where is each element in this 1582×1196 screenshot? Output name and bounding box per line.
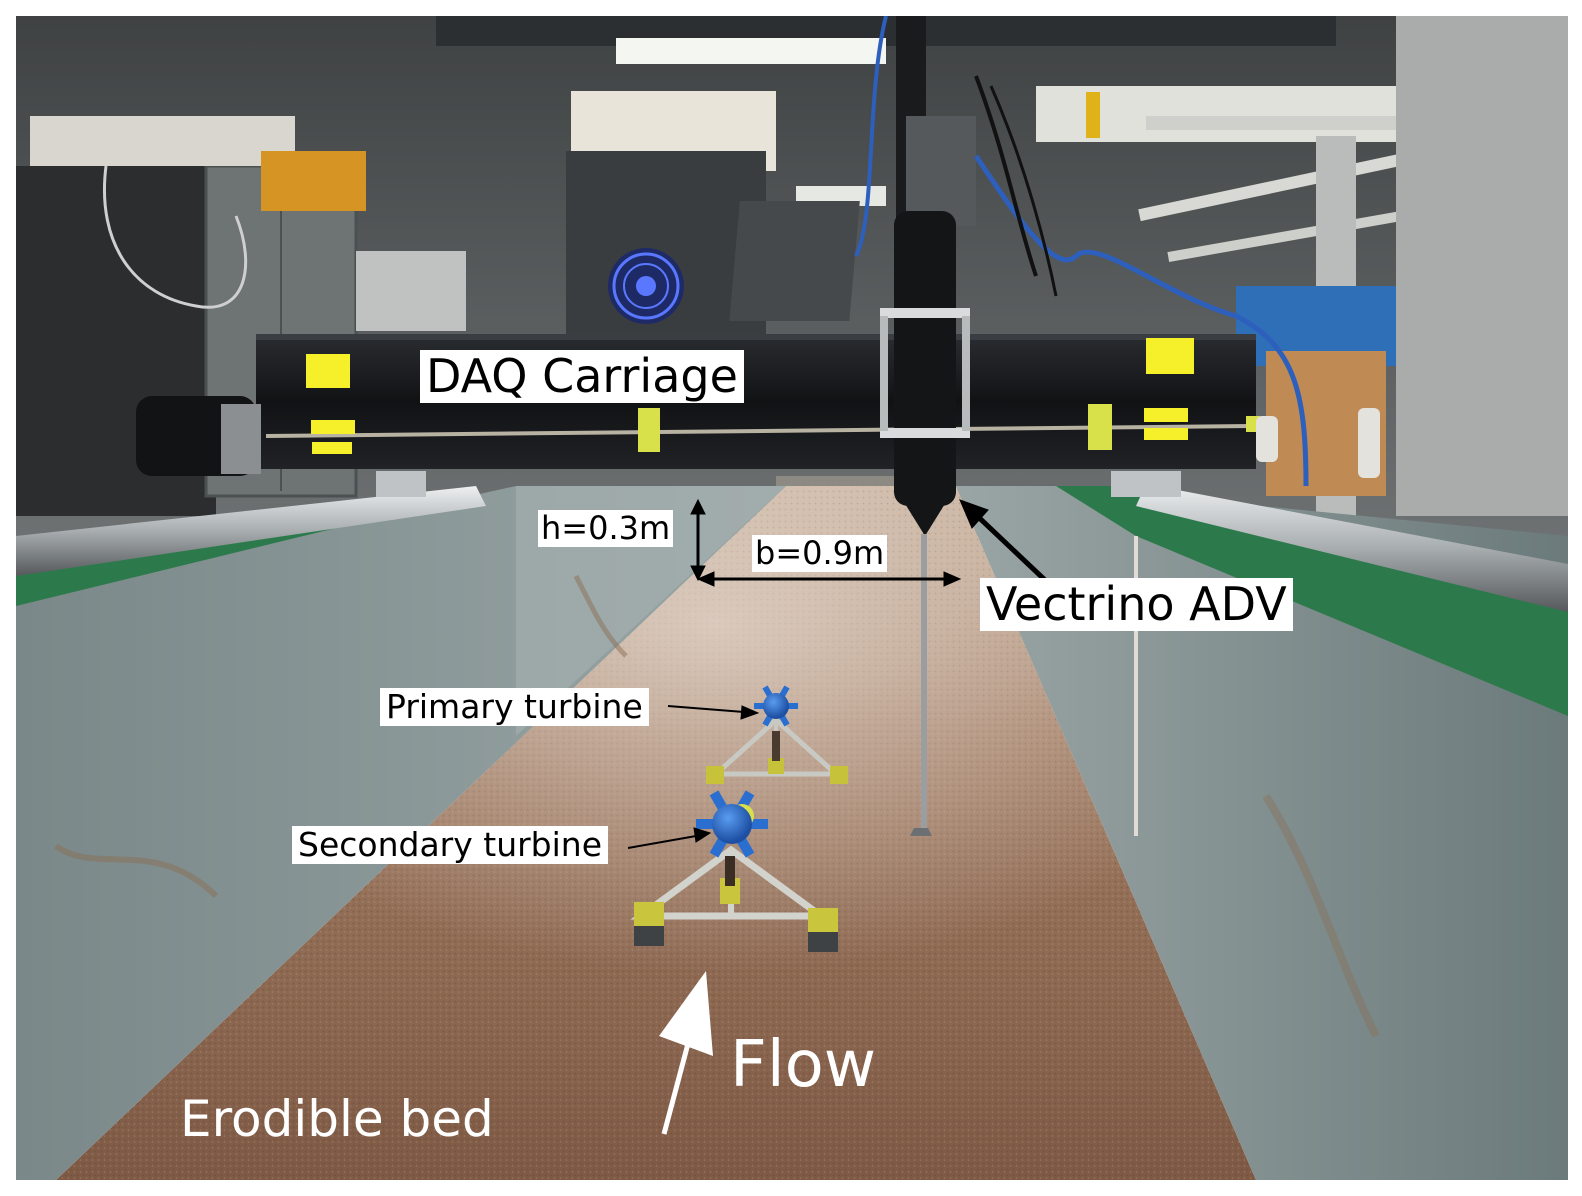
primary-turbine-label: Primary turbine xyxy=(380,688,649,726)
secondary-turbine-pointer xyxy=(627,835,697,849)
primary-turbine xyxy=(706,685,848,784)
vectrino-adv-label: Vectrino ADV xyxy=(980,578,1293,631)
height-label: h=0.3m xyxy=(538,510,674,547)
secondary-turbine xyxy=(630,790,838,952)
width-label: b=0.9m xyxy=(752,535,888,572)
flume-right-wall xyxy=(956,486,1568,1180)
secondary-turbine-label: Secondary turbine xyxy=(292,826,609,864)
right-rail xyxy=(1136,484,1568,612)
annotation-arrows xyxy=(627,498,1048,849)
arrow-up-icon xyxy=(659,971,713,1135)
left-rail xyxy=(16,486,486,576)
daq-carriage-label: DAQ Carriage xyxy=(420,350,744,403)
orange-bin xyxy=(261,151,366,211)
ceiling-light xyxy=(616,38,886,64)
green-rail-strip xyxy=(1056,486,1568,716)
vectrino-body xyxy=(894,211,956,506)
vectrino-probe-stem xyxy=(921,534,927,829)
vectrino-pointer-arrow xyxy=(970,509,1048,583)
concrete-column xyxy=(1396,16,1568,516)
erodible-bed-label: Erodible bed xyxy=(180,1090,494,1148)
flow-label: Flow xyxy=(730,1028,877,1102)
flume-photo xyxy=(16,16,1568,1180)
primary-turbine-pointer xyxy=(667,705,745,713)
warning-sticker xyxy=(306,354,350,388)
